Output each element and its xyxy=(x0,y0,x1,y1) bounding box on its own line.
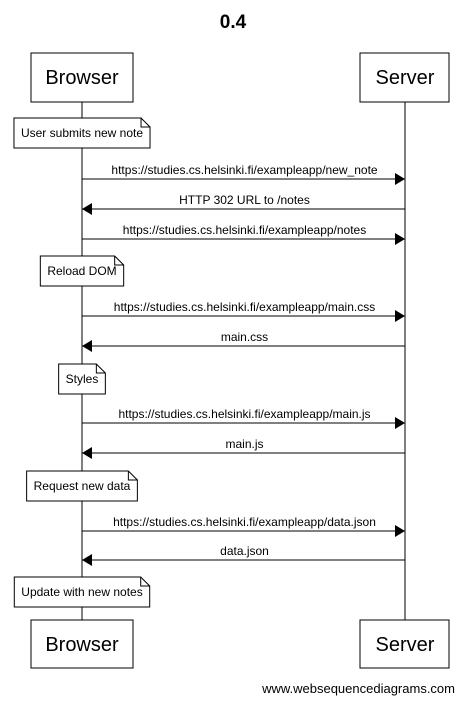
browser-actor-bottom: Browser xyxy=(30,619,134,669)
note-label: User submits new note xyxy=(21,126,143,140)
message: data.json xyxy=(82,544,405,566)
note: Styles xyxy=(58,363,106,395)
message: HTTP 302 URL to /notes xyxy=(82,193,405,215)
message-label: HTTP 302 URL to /notes xyxy=(179,193,310,207)
diagram-title: 0.4 xyxy=(220,12,247,33)
message-label: main.css xyxy=(221,330,268,344)
footer-watermark: www.websequencediagrams.com xyxy=(261,681,455,696)
message-label: https://studies.cs.helsinki.fi/exampleap… xyxy=(123,223,366,237)
note-box xyxy=(39,255,125,287)
sequence-steps: User submits new note https://studies.cs.… xyxy=(13,117,405,608)
message: main.css xyxy=(82,330,405,352)
note-fold xyxy=(114,256,124,266)
browser-actor-bottom-label: Browser xyxy=(45,634,119,656)
browser-actor-top: Browser xyxy=(30,52,134,103)
note: Reload DOM xyxy=(39,255,125,287)
message: https://studies.cs.helsinki.fi/exampleap… xyxy=(82,223,405,245)
note-box xyxy=(13,117,151,149)
note-fold xyxy=(140,577,150,587)
note: Update with new notes xyxy=(13,576,151,608)
message-label: https://studies.cs.helsinki.fi/exampleap… xyxy=(118,407,370,421)
browser-actor-top-label: Browser xyxy=(45,67,119,89)
note-fold xyxy=(127,471,138,481)
message: https://studies.cs.helsinki.fi/exampleap… xyxy=(82,300,405,322)
message-label: data.json xyxy=(220,544,269,558)
message: https://studies.cs.helsinki.fi/exampleap… xyxy=(82,163,405,185)
note-box xyxy=(13,576,151,608)
message-label: https://studies.cs.helsinki.fi/exampleap… xyxy=(114,300,375,314)
note-box xyxy=(26,470,138,502)
note-fold xyxy=(140,118,151,128)
server-actor-bottom-label: Server xyxy=(376,634,435,656)
note-label: Request new data xyxy=(34,479,131,493)
note-label: Styles xyxy=(66,372,99,386)
server-actor-bottom: Server xyxy=(359,619,450,669)
note-fold xyxy=(95,364,106,374)
message-label: https://studies.cs.helsinki.fi/exampleap… xyxy=(113,515,376,529)
message: https://studies.cs.helsinki.fi/exampleap… xyxy=(82,407,405,429)
note-label: Reload DOM xyxy=(47,264,116,278)
message-label: https://studies.cs.helsinki.fi/exampleap… xyxy=(111,163,377,177)
note-label: Update with new notes xyxy=(21,585,142,599)
note: Request new data xyxy=(26,470,138,502)
server-actor-top: Server xyxy=(359,52,450,103)
note: User submits new note xyxy=(13,117,151,149)
message: main.js xyxy=(82,437,405,459)
message-label: main.js xyxy=(225,437,263,451)
message: https://studies.cs.helsinki.fi/exampleap… xyxy=(82,515,405,537)
note-box xyxy=(58,363,106,395)
server-actor-top-label: Server xyxy=(376,67,435,89)
